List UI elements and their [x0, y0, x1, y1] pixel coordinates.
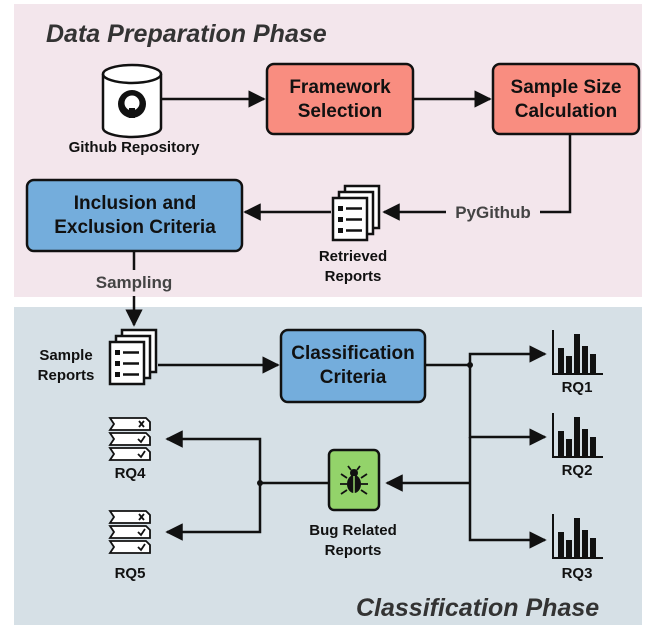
- rq5-checklist-icon: [109, 510, 151, 554]
- arrow-to-rq3: [468, 437, 547, 549]
- sample-size-calculation-label-line2: Calculation: [515, 101, 617, 122]
- retrieved-reports-label-line1: Retrieved: [319, 248, 387, 265]
- github-cylinder-icon: [101, 63, 163, 139]
- classification-criteria-label-line1: Classification: [291, 343, 415, 364]
- inclusion-exclusion-label-line1: Inclusion and: [74, 193, 196, 214]
- pygithub-label: PyGithub: [455, 203, 531, 222]
- rq2-label: RQ2: [562, 462, 593, 479]
- classification-criteria-box: [279, 328, 427, 404]
- bug-icon: [340, 465, 368, 495]
- retrieved-reports-document-stack-icon: [331, 184, 381, 242]
- data-preparation-phase-title: Data Preparation Phase: [46, 20, 327, 48]
- rq4-label: RQ4: [115, 465, 147, 482]
- framework-selection-label-line1: Framework: [289, 77, 391, 98]
- framework-selection-box: [265, 62, 415, 136]
- rq1-label: RQ1: [562, 379, 593, 396]
- classification-criteria-label-line2: Criteria: [320, 367, 387, 388]
- retrieved-reports-label-line2: Reports: [325, 268, 382, 285]
- framework-selection-label-line2: Selection: [298, 101, 382, 122]
- inclusion-exclusion-box: [25, 178, 244, 253]
- sample-reports-label-line2: Reports: [38, 367, 95, 384]
- arrow-to-rq4: [165, 430, 262, 483]
- rq5-label: RQ5: [115, 565, 146, 582]
- arrow-to-rq1: [468, 345, 547, 365]
- rq3-label: RQ3: [562, 565, 593, 582]
- sample-size-calculation-box: [491, 62, 641, 136]
- arrow-to-rq5: [165, 483, 262, 541]
- sampling-label: Sampling: [96, 273, 173, 292]
- rq4-checklist-icon: [109, 417, 151, 461]
- connector-sample-size-down: [540, 134, 572, 214]
- inclusion-exclusion-label-line2: Exclusion Criteria: [54, 217, 216, 238]
- sample-reports-document-stack-icon: [108, 328, 158, 386]
- bug-related-label-line1: Bug Related: [309, 522, 397, 539]
- sample-reports-label-line1: Sample: [39, 347, 92, 364]
- sample-size-calculation-label-line1: Sample Size: [511, 77, 622, 98]
- classification-phase-title: Classification Phase: [356, 594, 599, 622]
- bug-related-label-line2: Reports: [325, 542, 382, 559]
- github-repository-label: Github Repository: [69, 139, 200, 156]
